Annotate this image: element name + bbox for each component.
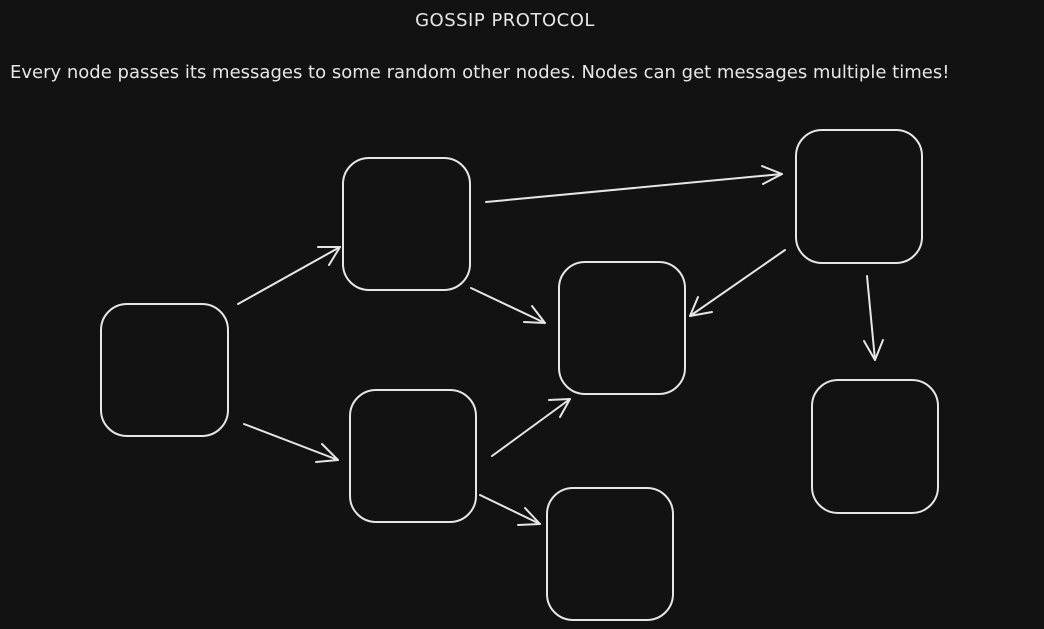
node-n1 bbox=[100, 303, 229, 437]
arrow-n5-to-n4 bbox=[689, 249, 786, 317]
node-n5 bbox=[795, 129, 923, 264]
arrow-n2-to-n5 bbox=[485, 165, 783, 203]
node-n2 bbox=[342, 157, 471, 291]
node-n3 bbox=[349, 389, 477, 523]
arrow-n1-to-n2 bbox=[237, 246, 341, 305]
arrow-n1-to-n3 bbox=[243, 423, 339, 463]
arrow-n5-to-n7 bbox=[863, 275, 884, 361]
arrow-n3-to-n6 bbox=[479, 494, 541, 526]
node-n7 bbox=[811, 379, 939, 514]
node-n6 bbox=[546, 487, 674, 621]
arrow-n3-to-n4 bbox=[491, 398, 571, 457]
diagram-subtitle: Every node passes its messages to some r… bbox=[10, 62, 950, 83]
diagram-title: GOSSIP PROTOCOL bbox=[415, 10, 595, 31]
node-n4 bbox=[558, 261, 686, 395]
arrow-n2-to-n4 bbox=[470, 287, 546, 324]
